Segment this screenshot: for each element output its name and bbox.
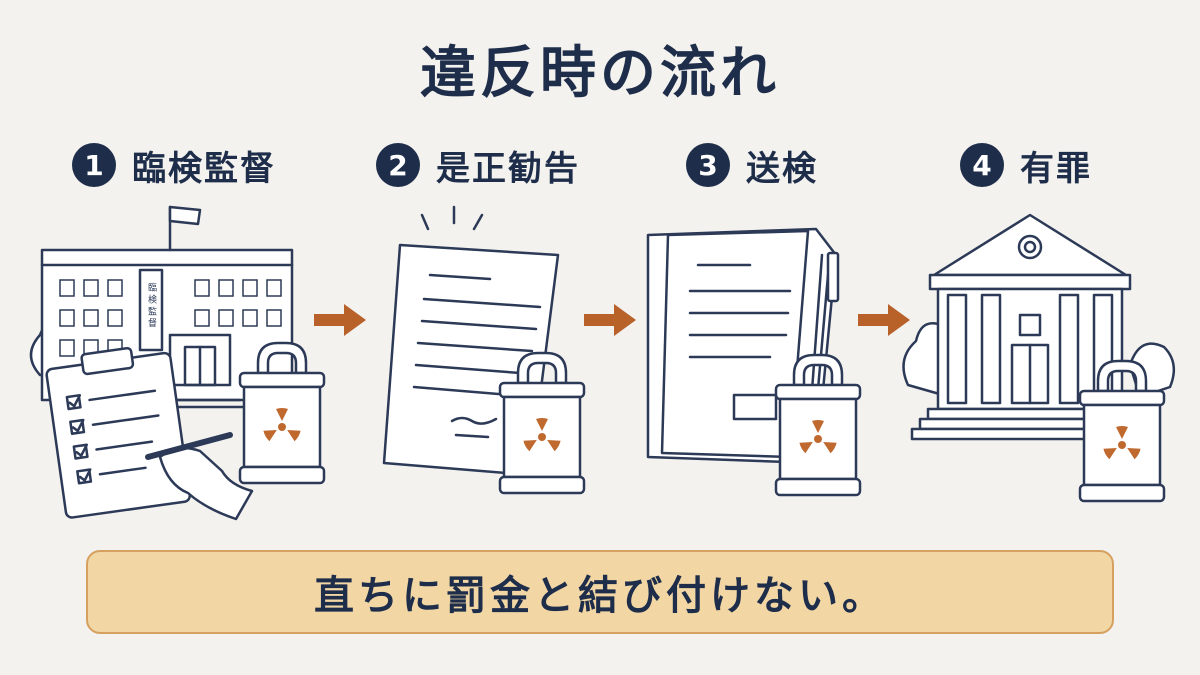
recommendation-document-illustration <box>382 205 586 495</box>
step-label: 有罪 <box>1020 148 1092 189</box>
step-header-2: 2 是正勧告 <box>376 140 580 190</box>
radioactive-canister-icon <box>238 341 326 485</box>
emphasis-marks-icon <box>420 205 484 231</box>
pen-hand-icon <box>145 432 254 521</box>
step-number-badge: 4 <box>960 143 1004 187</box>
flow-arrow-icon <box>858 304 910 336</box>
conclusion-banner: 直ちに罰金と結び付けない。 <box>86 550 1114 634</box>
step-label: 臨検監督 <box>132 148 276 189</box>
step-number-badge: 2 <box>376 143 420 187</box>
step-label: 是正勧告 <box>436 148 580 189</box>
step-header-3: 3 送検 <box>686 140 818 190</box>
flow-arrow-icon <box>584 304 636 336</box>
inspection-illustration: 臨 検 監 督 <box>29 205 326 521</box>
step-number-badge: 1 <box>72 143 116 187</box>
flow-arrow-icon <box>314 304 366 336</box>
prosecution-file-illustration <box>646 227 862 497</box>
step-header-1: 1 臨検監督 <box>72 140 276 190</box>
building-sign-text: 臨 検 監 督 <box>146 282 157 329</box>
step-label: 送検 <box>746 148 818 189</box>
step-number-badge: 3 <box>686 143 730 187</box>
radioactive-canister-icon <box>498 351 586 495</box>
step-header-4: 4 有罪 <box>960 140 1092 190</box>
conclusion-text: 直ちに罰金と結び付けない。 <box>314 573 886 619</box>
radioactive-canister-icon <box>1078 359 1166 503</box>
page-title: 違反時の流れ <box>420 41 780 106</box>
courthouse-illustration <box>902 213 1176 503</box>
checklist-clipboard-icon <box>45 346 192 519</box>
radioactive-canister-icon <box>774 353 862 497</box>
